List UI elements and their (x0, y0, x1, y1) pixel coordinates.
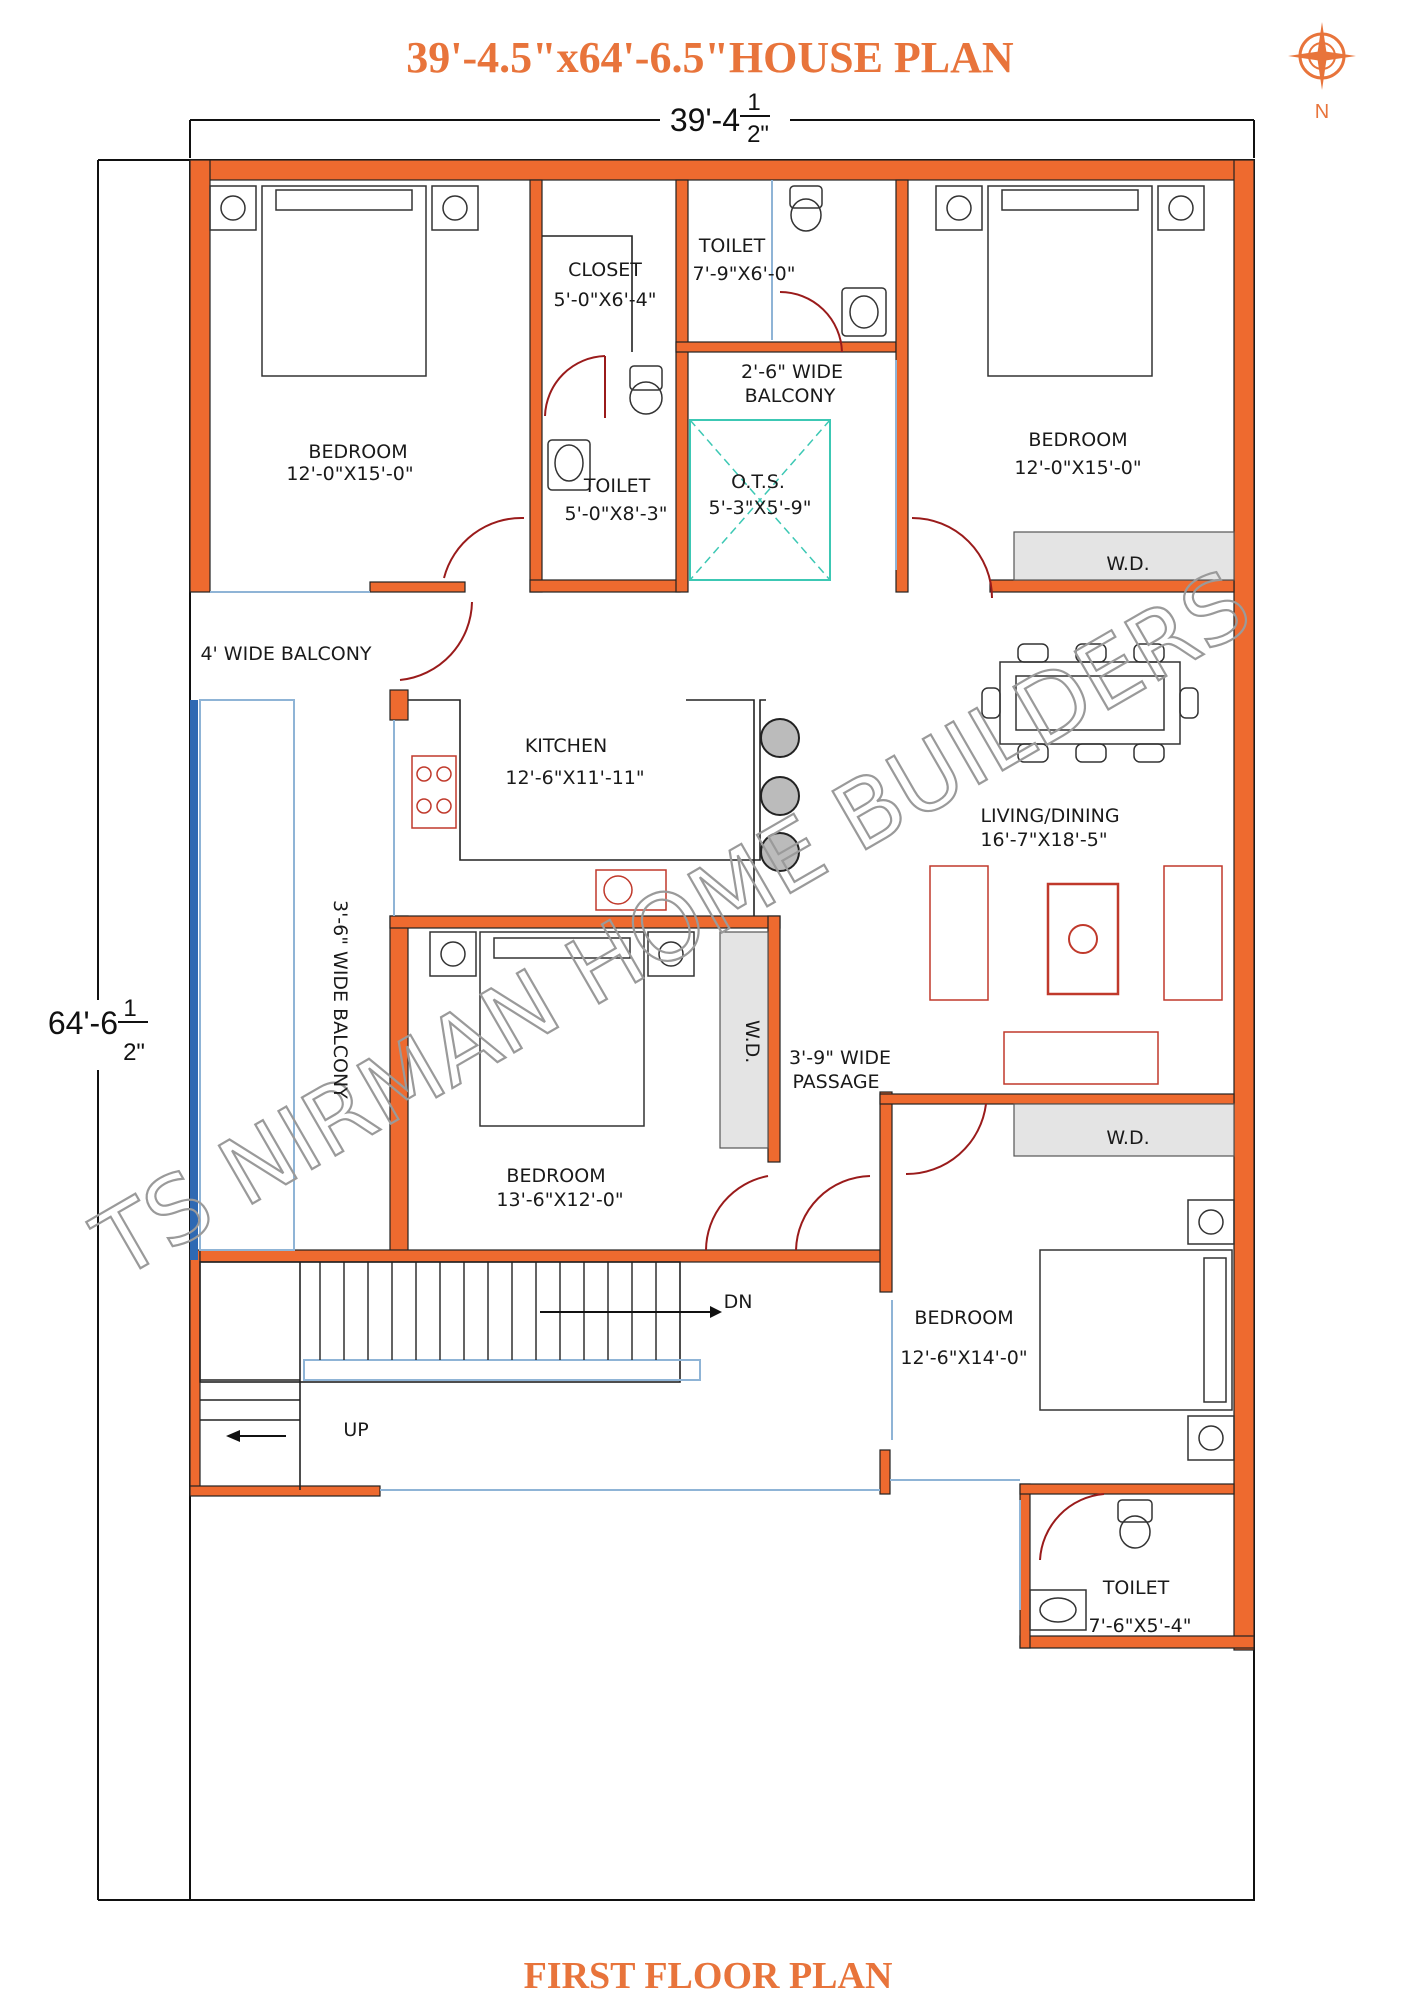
bed-mid (429, 931, 871, 1251)
stairs-up-label: UP (343, 1419, 368, 1441)
closet-size: 5'-0"X6'-4" (553, 289, 656, 311)
living-furniture (929, 865, 1223, 1085)
width-dimension-label: 39'-4 (670, 102, 740, 138)
closet-name: CLOSET (568, 259, 642, 281)
depth-fraction-num: 1 (123, 995, 136, 1022)
balcony-glazing (190, 180, 1021, 1610)
balcony-small-line1: 2'-6" WIDE (741, 361, 843, 383)
wd-se-label: W.D. (1106, 1127, 1149, 1149)
bed-nw (209, 185, 525, 681)
balcony-side-label: 3'-6" WIDE BALCONY (329, 900, 351, 1099)
depth-fraction-den: 2" (123, 1039, 145, 1066)
bedroom-se-name: BEDROOM (914, 1307, 1013, 1329)
stairs-arrow-up-icon (226, 1430, 286, 1442)
closet-block (542, 235, 663, 491)
bedroom-mid-name: BEDROOM (506, 1165, 605, 1187)
width-fraction-num: 1 (747, 89, 760, 116)
room-labels: BEDROOM 12'-0"X15'-0" CLOSET 5'-0"X6'-4"… (200, 235, 1191, 1637)
kitchen-counters (408, 699, 800, 916)
wd-mid-label: W.D. (741, 1020, 763, 1063)
stairs-dn-label: DN (724, 1291, 753, 1313)
living-size: 16'-7"X18'-5" (980, 829, 1107, 851)
toilet-3-fixtures (1029, 1493, 1153, 1631)
living-name: LIVING/DINING (980, 805, 1119, 827)
toilet-3-name: TOILET (1102, 1577, 1170, 1599)
bedroom-mid-size: 13'-6"X12'-0" (496, 1189, 623, 1211)
passage-line1: 3'-9" WIDE (789, 1047, 891, 1069)
dining-table (981, 643, 1199, 763)
ots-name: O.T.S. (731, 471, 785, 493)
toilet-2-fixtures (779, 185, 887, 353)
ots-shaft (689, 419, 831, 581)
kitchen-name: KITCHEN (525, 735, 607, 757)
bedroom-se-size: 12'-6"X14'-0" (900, 1347, 1027, 1369)
toilet-3-size: 7'-6"X5'-4" (1088, 1615, 1191, 1637)
exterior-walls (189, 159, 1255, 1651)
passage-line2: PASSAGE (792, 1071, 879, 1093)
bedroom-nw-size: 12'-0"X15'-0" (286, 463, 413, 485)
north-compass-icon (1288, 22, 1356, 90)
balcony-4ft-label: 4' WIDE BALCONY (200, 643, 371, 665)
stair-treads (319, 1262, 657, 1360)
bedroom-ne-size: 12'-0"X15'-0" (1014, 457, 1141, 479)
bedroom-ne-name: BEDROOM (1028, 429, 1127, 451)
bedroom-nw-name: BEDROOM (308, 441, 407, 463)
toilet-1-size: 5'-0"X8'-3" (564, 503, 667, 525)
width-fraction-den: 2" (747, 121, 769, 148)
bed-se (905, 1103, 1235, 1461)
staircase (199, 1261, 701, 1490)
stairs-arrow-dn-icon (540, 1306, 722, 1318)
kitchen-size: 12'-6"X11'-11" (505, 767, 644, 789)
wd-ne-label: W.D. (1106, 553, 1149, 575)
north-label: N (1315, 101, 1329, 123)
plan-title: 39'-4.5"x64'-6.5"HOUSE PLAN (406, 33, 1014, 82)
toilet-1-name: TOILET (583, 475, 651, 497)
toilet-2-size: 7'-9"X6'-0" (692, 263, 795, 285)
depth-dimension-label: 64'-6 (48, 1005, 118, 1041)
balcony-small-line2: BALCONY (745, 385, 836, 407)
bed-ne (911, 185, 1235, 599)
ots-size: 5'-3"X5'-9" (708, 497, 811, 519)
footer-title: FIRST FLOOR PLAN (524, 1955, 893, 1997)
toilet-2-name: TOILET (698, 235, 766, 257)
